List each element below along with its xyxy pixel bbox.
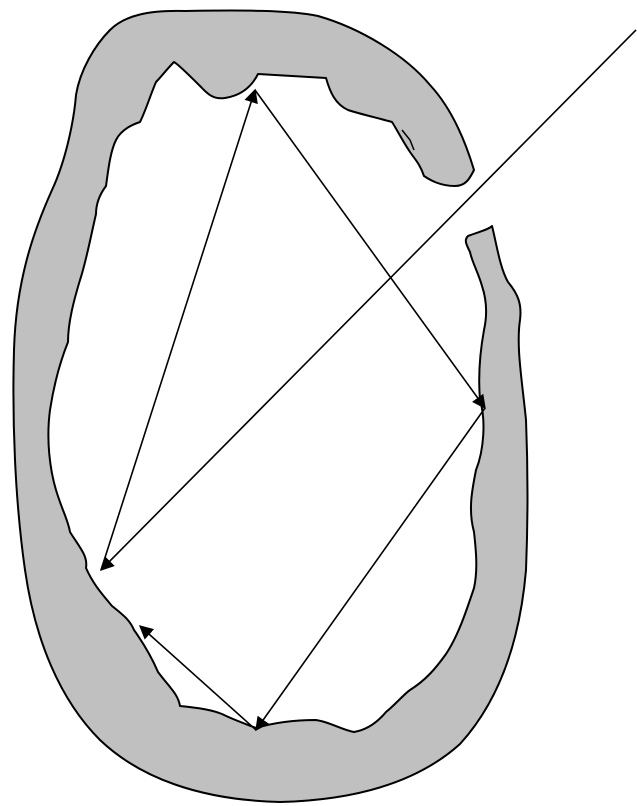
curved-wall-band <box>13 11 527 802</box>
reflection-arrow-1 <box>101 90 255 570</box>
